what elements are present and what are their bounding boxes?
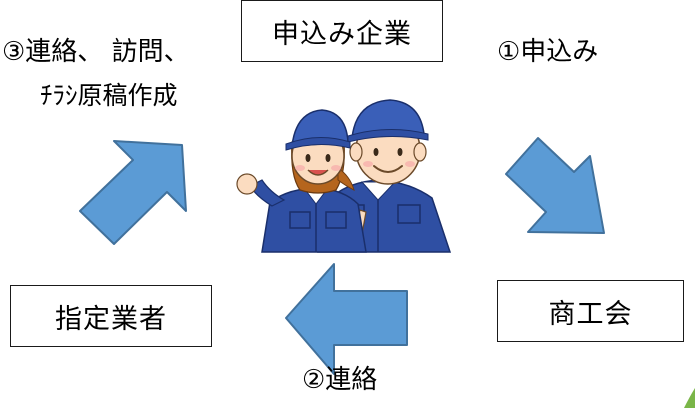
workers-illustration	[236, 99, 452, 253]
applicant-company-box: 申込み企業	[241, 0, 443, 62]
step2-label: ②連絡	[302, 365, 378, 395]
woman-cap	[291, 109, 349, 147]
corner-accent	[684, 388, 695, 408]
applicant-company-label: 申込み企業	[272, 18, 412, 50]
arrow-up-right-icon	[79, 140, 187, 245]
step3-label-line2: ﾁﾗｼ原稿作成	[40, 81, 178, 110]
designated-vendor-label: 指定業者	[55, 303, 167, 335]
step1-label: ①申込み	[497, 37, 599, 67]
chamber-of-commerce-label: 商工会	[548, 298, 633, 330]
designated-vendor-box: 指定業者	[10, 285, 212, 347]
man-cap	[351, 99, 425, 139]
arrow-left-icon	[285, 263, 408, 375]
chamber-of-commerce-box: 商工会	[497, 280, 684, 342]
step3-label-line1: ③連絡、 訪問、	[2, 37, 190, 67]
arrow-down-right-icon	[505, 137, 605, 234]
